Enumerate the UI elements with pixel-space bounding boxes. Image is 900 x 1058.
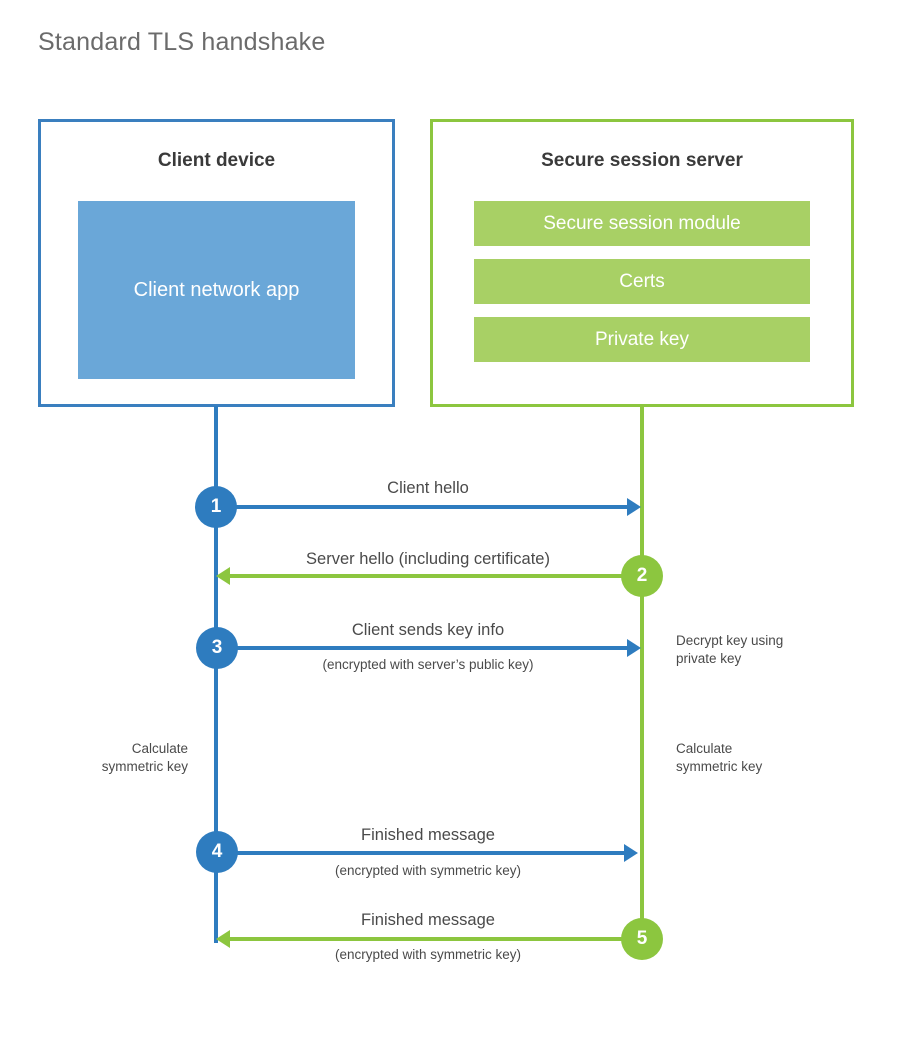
step-4-label: Finished message <box>361 826 495 844</box>
client-device-title: Client device <box>157 150 276 171</box>
client-note-calculate-symmetric-key: Calculate symmetric key <box>0 740 188 776</box>
step-5-label: Finished message <box>361 911 495 929</box>
step-3-arrow-head-icon <box>627 639 641 657</box>
page-title: Standard TLS handshake <box>38 28 326 56</box>
client-device-panel: Client device Client network app <box>38 119 395 407</box>
step-1-circle: 1 <box>195 486 237 528</box>
step-4-sublabel: (encrypted with symmetric key) <box>334 863 522 878</box>
server-note-decrypt-key-line2: private key <box>676 650 742 666</box>
server-component-secure-session-module: Secure session module <box>474 201 810 246</box>
step-1-arrow-shaft <box>216 505 627 509</box>
step-1-arrow-head-icon <box>627 498 641 516</box>
step-2-circle: 2 <box>621 555 663 597</box>
server-lifeline <box>640 406 644 939</box>
server-component-certs: Certs <box>474 259 810 304</box>
step-3-sublabel: (encrypted with server’s public key) <box>322 657 534 672</box>
client-note-calculate-line1: Calculate <box>131 741 188 756</box>
step-2-arrow-head-icon <box>216 567 230 585</box>
step-3-circle: 3 <box>196 627 238 669</box>
step-1-label: Client hello <box>387 479 469 497</box>
server-component-list: Secure session module Certs Private key <box>474 201 810 362</box>
step-5-sublabel: (encrypted with symmetric key) <box>334 947 522 962</box>
step-2-label: Server hello (including certificate) <box>306 550 550 568</box>
step-4-circle: 4 <box>196 831 238 873</box>
step-4-arrow-head-icon <box>624 844 638 862</box>
server-note-calculate-line2: symmetric key <box>676 758 763 774</box>
step-3-label: Client sends key info <box>351 621 505 639</box>
client-note-calculate-line2: symmetric key <box>101 758 188 774</box>
step-3-arrow-shaft <box>216 646 627 650</box>
step-4-arrow-shaft <box>216 851 624 855</box>
server-note-decrypt-key-line1: Decrypt key using <box>676 633 784 648</box>
server-note-calculate-line1: Calculate <box>676 741 733 756</box>
client-lifeline <box>214 406 218 943</box>
step-5-arrow-head-icon <box>216 930 230 948</box>
server-note-decrypt-key: Decrypt key using private key <box>676 632 876 668</box>
step-5-circle: 5 <box>621 918 663 960</box>
client-network-app-box: Client network app <box>78 201 355 379</box>
secure-session-server-title: Secure session server <box>541 150 743 171</box>
step-5-arrow-shaft <box>230 937 642 941</box>
server-note-calculate-symmetric-key: Calculate symmetric key <box>676 740 876 776</box>
step-2-arrow-shaft <box>230 574 642 578</box>
secure-session-server-panel: Secure session server Secure session mod… <box>430 119 854 407</box>
server-component-private-key: Private key <box>474 317 810 362</box>
